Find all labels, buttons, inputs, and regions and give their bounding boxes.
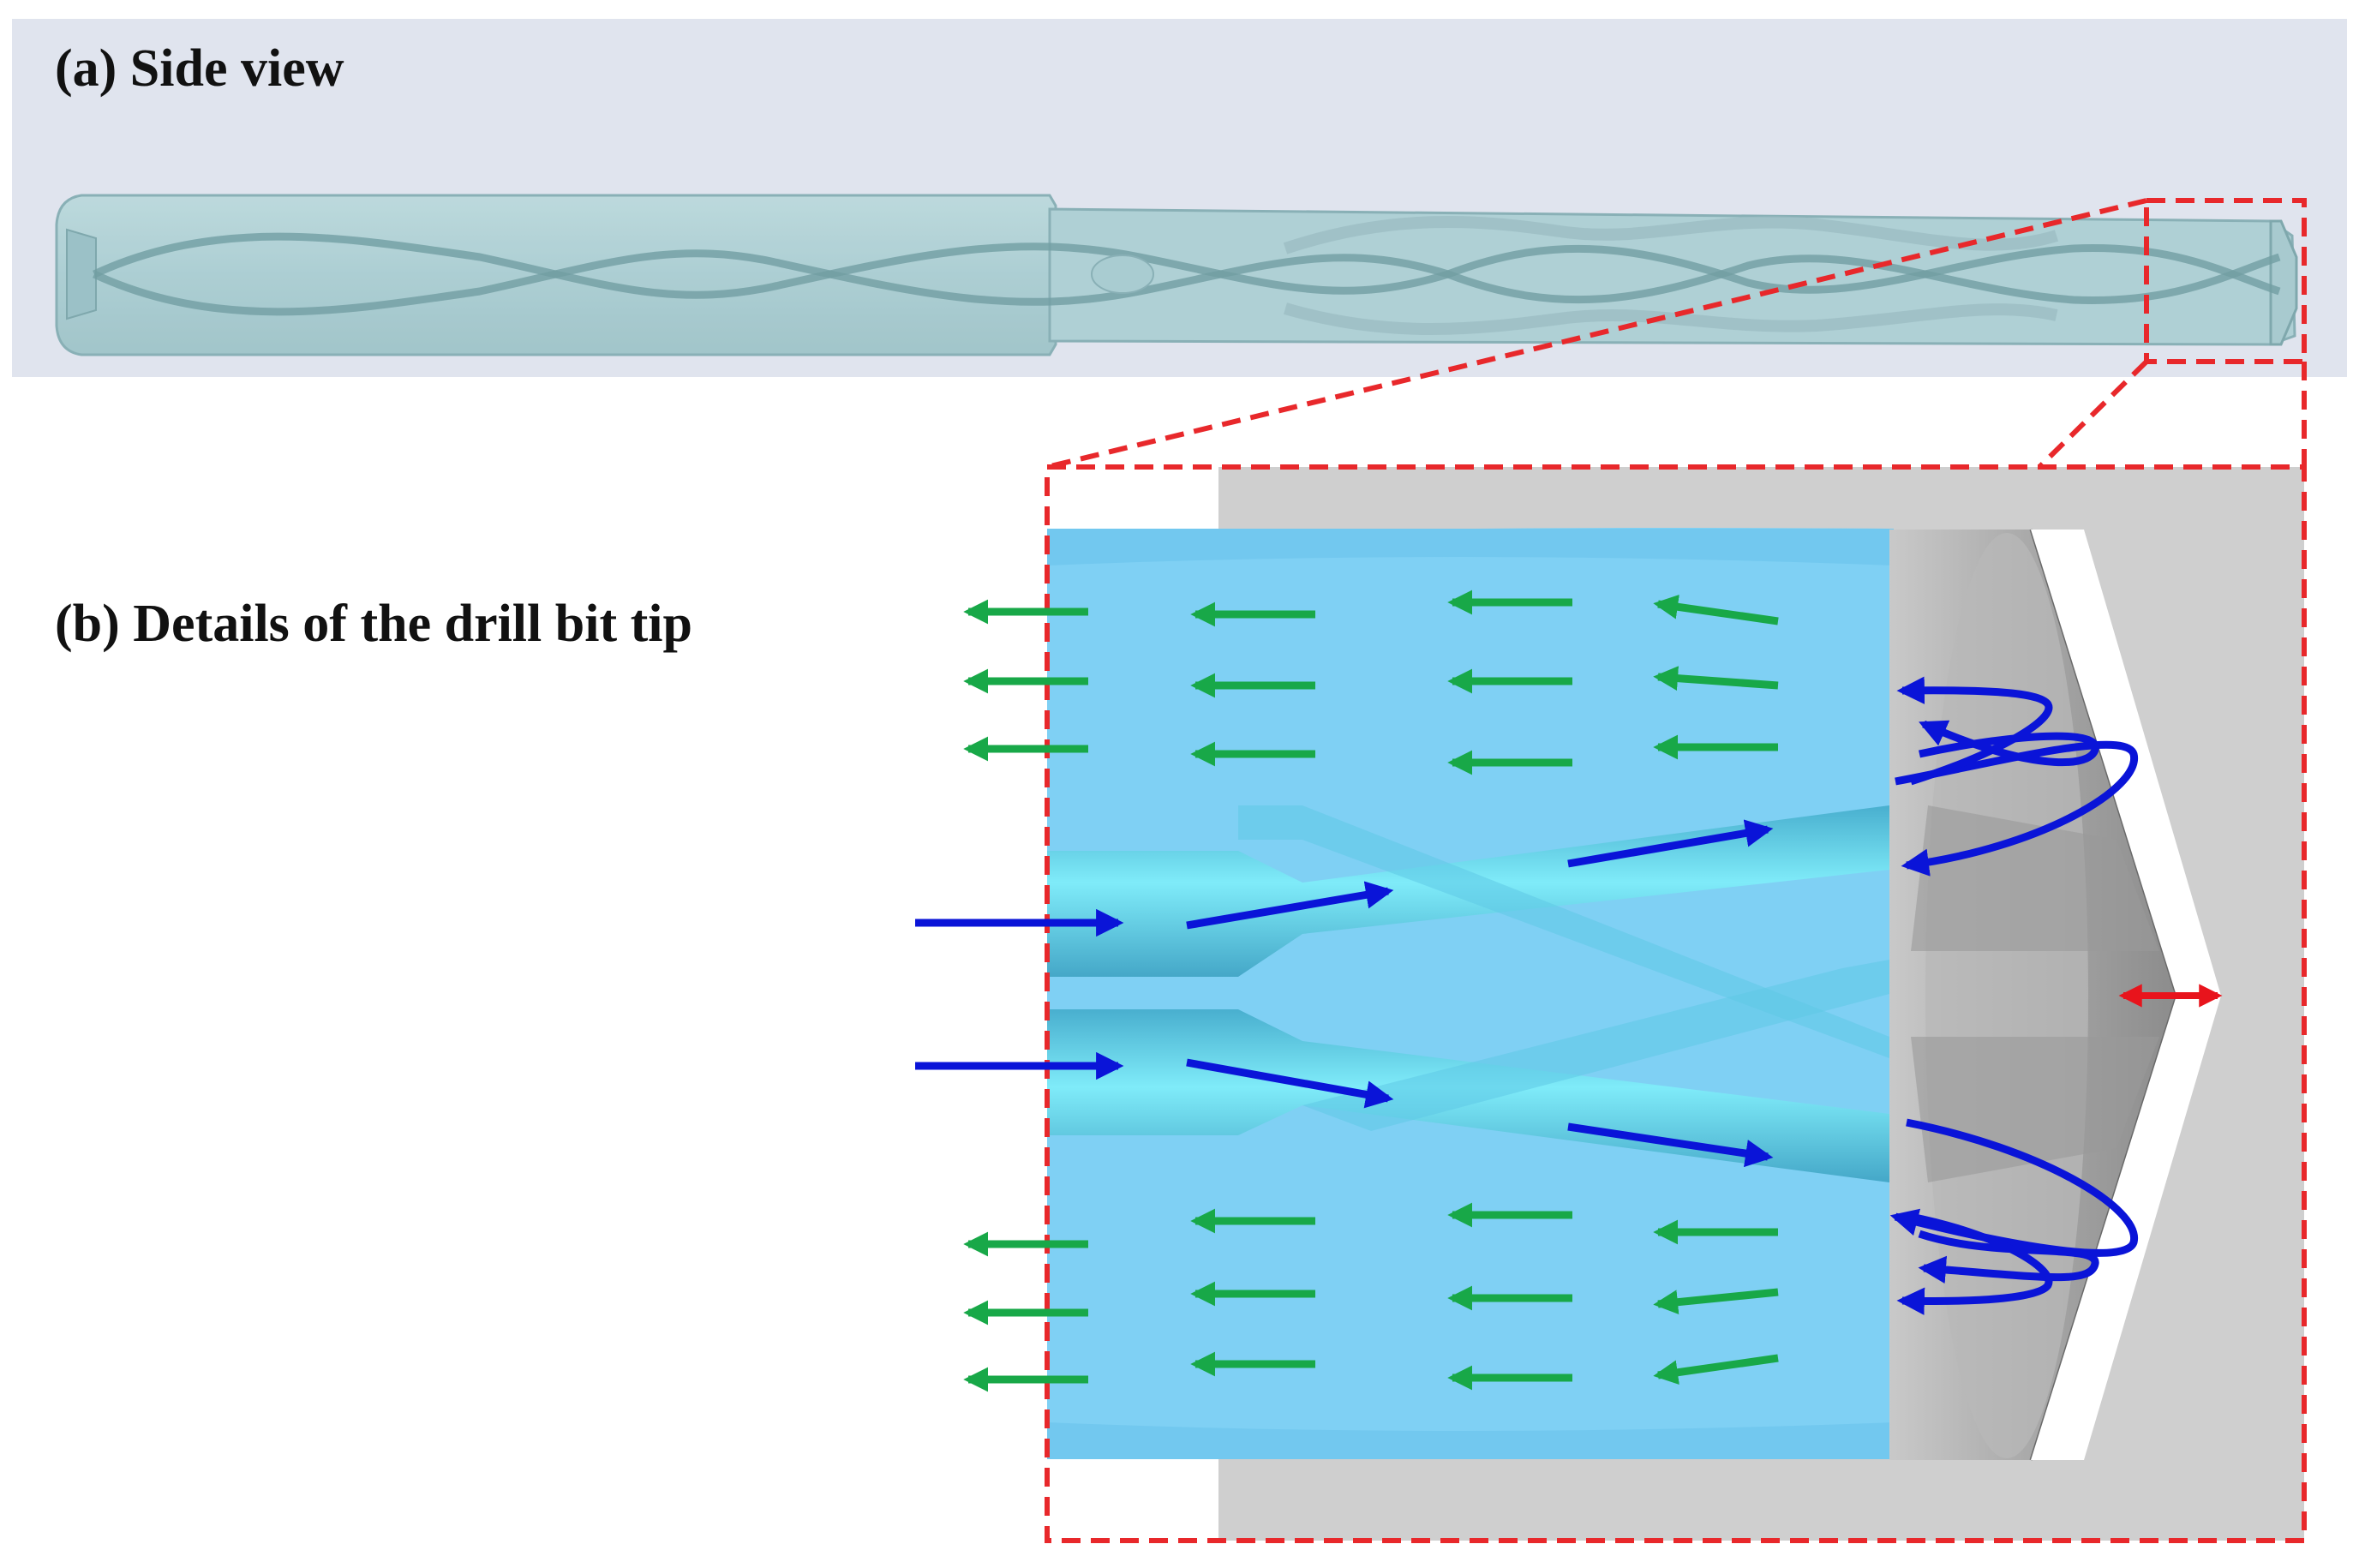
- zoom-connector-left: [1046, 198, 2147, 470]
- swirl-arrow-lower-inner-2: [1918, 1230, 2099, 1284]
- coolant-region-bottom-shade: [1047, 1422, 1894, 1459]
- inflow-arrow: [1567, 1122, 1774, 1168]
- outflow-arrow: [1653, 1288, 1779, 1315]
- drill-end-cap: [66, 228, 97, 320]
- drill-tip-flank-lower: [1911, 1037, 2159, 1182]
- coolant-region-top-shade: [1047, 529, 1894, 566]
- outflow-arrow: [1653, 666, 1779, 691]
- panel-a-side-view: (a) Side view: [12, 19, 2347, 377]
- inflow-arrow: [1567, 819, 1774, 868]
- drill-tip-cone-face: [1925, 533, 2088, 1458]
- swirl-arrows: [1889, 676, 2138, 1315]
- panel-a-label: (a) Side view: [55, 39, 344, 98]
- zoom-connectors: [1046, 198, 2307, 470]
- drill-tip-flank-upper: [1911, 805, 2159, 951]
- swirl-arrow-upper-inner-2: [1919, 720, 2099, 767]
- zoom-box-small: [2144, 198, 2307, 364]
- coolant-channel-helix-2: [93, 249, 2281, 316]
- inflow-arrows: [915, 819, 1774, 1168]
- coolant-channel-cross-upper: [1238, 805, 1889, 1058]
- inflow-arrow: [1186, 881, 1394, 930]
- drill-bit-side-view: [55, 194, 2298, 356]
- coolant-channel-cross-lower: [1302, 960, 1889, 1131]
- outflow-arrow: [1653, 595, 1779, 625]
- outflow-arrow: [1653, 1354, 1779, 1385]
- drill-point: [2269, 219, 2298, 346]
- swirl-arrow-lower-inner-1: [1896, 1212, 2053, 1315]
- coolant-flow-region: [1047, 528, 1894, 1459]
- coolant-channel-helix-1: [93, 232, 2281, 299]
- panel-b-label: (b) Details of the drill bit tip: [55, 595, 692, 653]
- drill-flute-band-1: [1283, 215, 2059, 254]
- panel-b-detail: (b) Details of the drill bit tip: [55, 464, 2307, 1543]
- drill-inner-shoulder: [1091, 254, 1154, 294]
- internal-coolant-channels: [1047, 805, 1889, 1182]
- zoom-connector-middle: [2037, 359, 2149, 470]
- outflow-arrows: [963, 589, 1779, 1392]
- swirl-arrow-upper-inner-1: [1896, 676, 2053, 786]
- drill-flute-band-2: [1284, 302, 2058, 335]
- swirl-arrow-upper-outer: [1895, 740, 2138, 877]
- zoom-box-detail: [1045, 464, 2307, 1543]
- inflow-arrow: [1186, 1058, 1394, 1109]
